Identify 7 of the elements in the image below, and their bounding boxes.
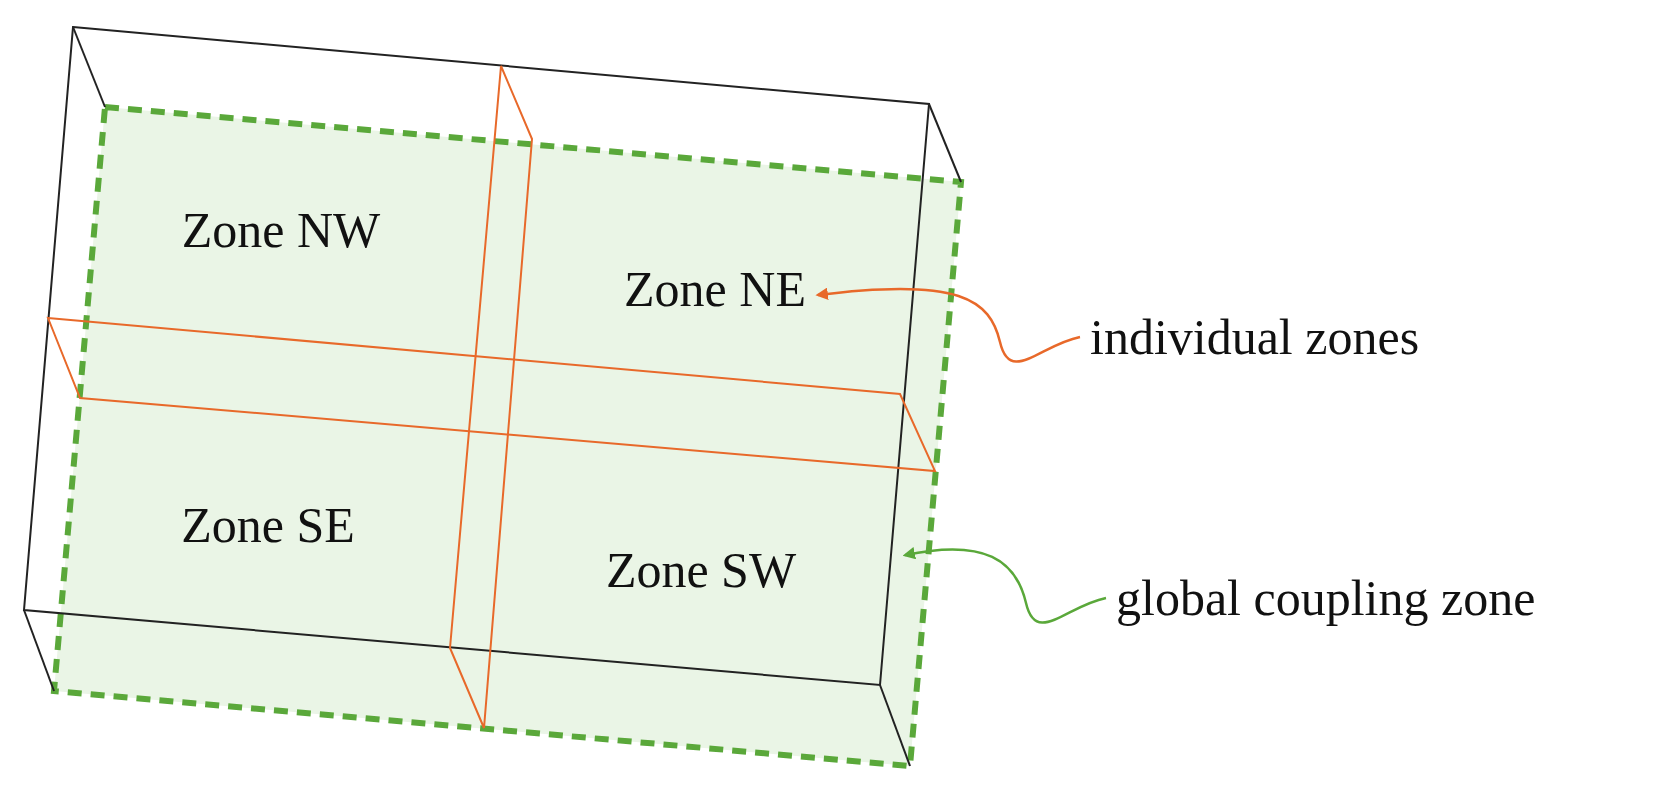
leader-line: [815, 287, 1081, 363]
leader-line: [902, 547, 1107, 624]
zone-label: Zone SE: [181, 500, 355, 550]
zone-label: Zone SW: [605, 545, 797, 595]
callout-text: individual zones: [1090, 312, 1420, 362]
zone-label: Zone NW: [181, 205, 381, 255]
zone-label: Zone NE: [624, 264, 806, 314]
